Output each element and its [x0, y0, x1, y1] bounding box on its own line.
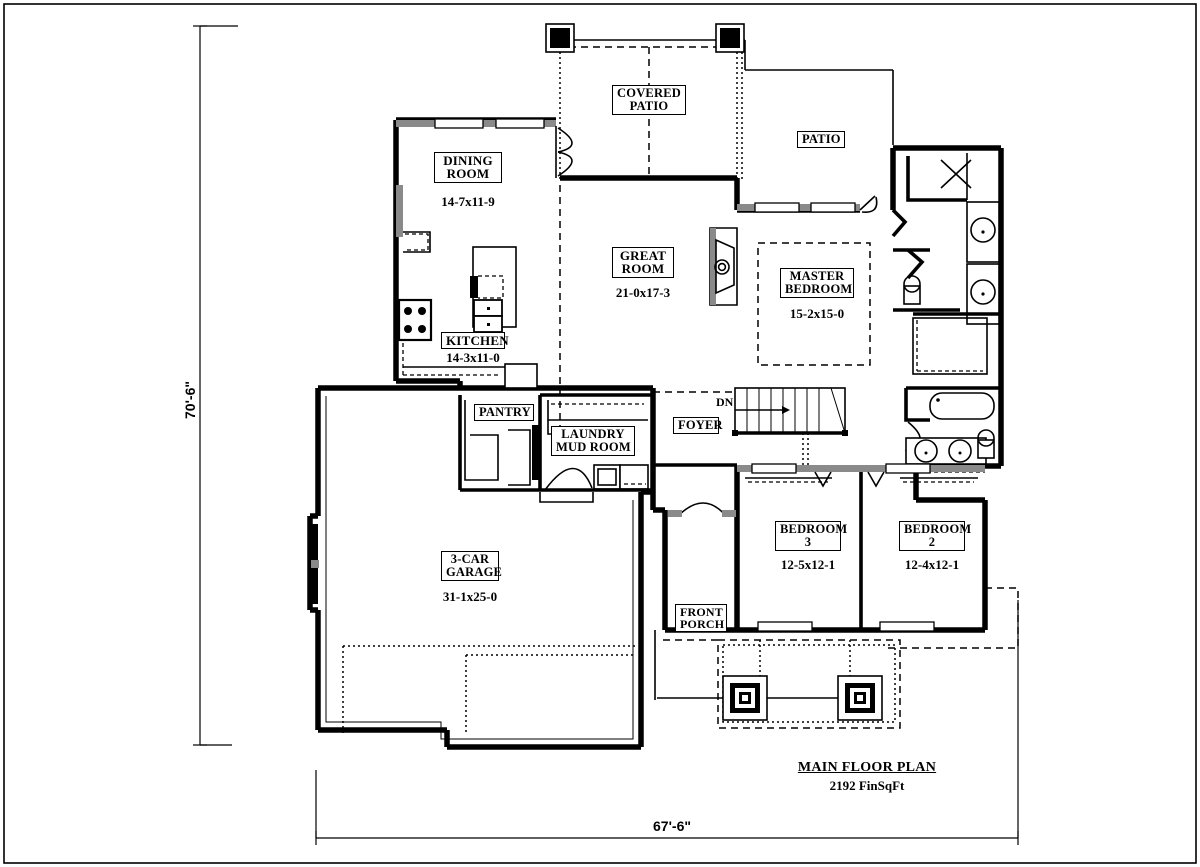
label-line-2: PORCH	[680, 617, 725, 632]
staircase	[732, 387, 848, 470]
label-line-1: COVERED	[617, 86, 681, 100]
room-dim-dining-room: 14-7x11-9	[441, 194, 495, 209]
plan-title: MAIN FLOOR PLAN	[797, 760, 937, 775]
room-label-bedroom-3: BEDROOM 3	[775, 521, 847, 551]
room-label-dining-room: DINING ROOM	[434, 152, 502, 183]
foyer-walls	[653, 391, 737, 467]
stair-direction-label: DN	[716, 395, 734, 409]
sheet-border	[3, 3, 1197, 864]
plan-title-block: MAIN FLOOR PLAN 2192 FinSqFt	[742, 760, 992, 794]
master-bath	[891, 153, 1001, 375]
room-label-patio: PATIO	[797, 131, 845, 148]
master-bedroom-walls	[737, 195, 878, 214]
garage-wall-windows	[311, 524, 319, 604]
label-line-2: ROOM	[621, 261, 665, 277]
room-dim-bedroom-3: 12-5x12-1	[780, 557, 836, 572]
garage-slab	[325, 396, 636, 740]
dimension-label-depth: 70'-6"	[182, 381, 198, 419]
label-line-1: FOYER	[678, 418, 723, 432]
label-line-1: DINING	[443, 153, 493, 168]
label-line-1: FRONT	[680, 605, 723, 619]
label-line-1: KITCHEN	[446, 333, 509, 348]
master-bedroom-ceiling-dash	[757, 242, 871, 366]
patio-post-left	[545, 23, 575, 53]
room-label-front-porch: FRONT PORCH	[675, 604, 727, 633]
label-line-2: PATIO	[629, 98, 669, 113]
kitchen-fixtures	[397, 231, 538, 389]
bedroom-walls	[737, 463, 985, 632]
left-dash-porch	[654, 630, 718, 700]
label-line-2: 2	[928, 534, 936, 549]
room-dim-bedroom-2: 12-4x12-1	[904, 557, 960, 572]
room-label-great-room: GREAT ROOM	[612, 247, 674, 278]
room-label-bedroom-2: BEDROOM 2	[899, 521, 971, 551]
dimension-label-width: 67'-6"	[653, 818, 691, 834]
dimension-vertical	[193, 25, 238, 746]
room-label-master-bedroom: MASTER BEDROOM	[780, 268, 854, 298]
label-line-1: PATIO	[802, 132, 841, 146]
room-label-kitchen: KITCHEN	[441, 332, 509, 350]
dining-room-walls	[396, 118, 556, 237]
label-line-1: BEDROOM	[780, 522, 848, 536]
hall-bath	[902, 386, 1001, 473]
right-walkway-dash	[885, 587, 1019, 649]
room-dim-great-room: 21-0x17-3	[615, 285, 671, 300]
fireplace	[709, 227, 738, 306]
covered-patio-outline	[557, 39, 894, 182]
hall-door	[668, 502, 736, 517]
room-dim-kitchen: 14-3x11-0	[446, 350, 500, 365]
laundry-mud-room	[460, 393, 653, 503]
label-line-1: 3-CAR	[450, 552, 490, 566]
patio-post-right	[715, 23, 745, 53]
pantry	[458, 395, 542, 490]
label-line-2: 3	[804, 534, 812, 549]
room-label-laundry-mud-room: LAUNDRY MUD ROOM	[551, 426, 635, 456]
front-porch	[657, 639, 901, 729]
dining-door-swing	[555, 126, 573, 178]
label-line-2: BEDROOM	[785, 281, 853, 296]
room-label-garage: 3-CAR GARAGE	[441, 551, 503, 581]
label-line-1: LAUNDRY	[561, 427, 625, 441]
room-label-covered-patio: COVERED PATIO	[612, 85, 686, 115]
room-label-pantry: PANTRY	[474, 404, 534, 421]
label-line-2: MUD ROOM	[556, 439, 631, 454]
room-label-foyer: FOYER	[673, 417, 723, 434]
label-line-2: GARAGE	[446, 564, 503, 579]
plan-area: 2192 FinSqFt	[829, 778, 905, 793]
room-dim-master-bedroom: 15-2x15-0	[789, 306, 845, 321]
label-line-2: ROOM	[446, 166, 490, 182]
room-dim-garage: 31-1x25-0	[442, 589, 498, 604]
label-line-1: MASTER	[789, 269, 845, 283]
label-line-1: PANTRY	[479, 405, 531, 419]
label-line-1: GREAT	[619, 248, 667, 263]
label-line-1: BEDROOM	[904, 522, 972, 536]
